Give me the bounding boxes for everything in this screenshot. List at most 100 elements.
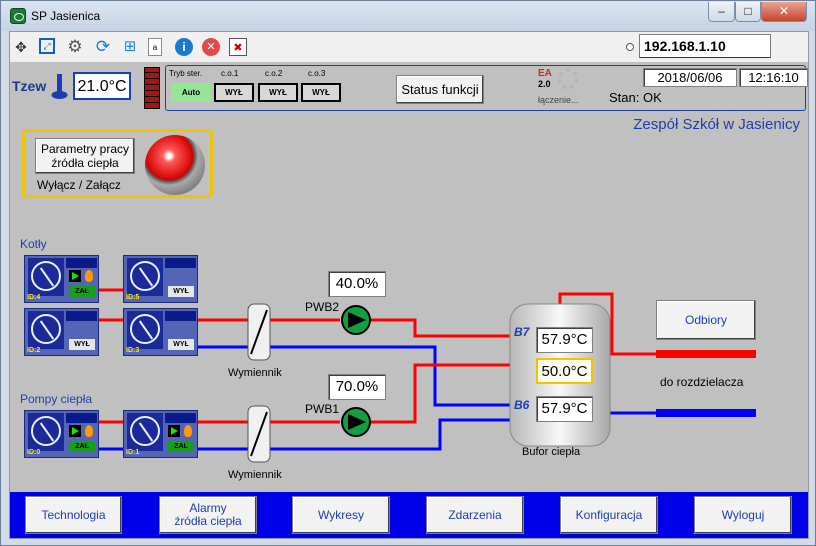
fan-icon — [31, 416, 61, 446]
unit-face — [127, 413, 163, 451]
heatpumps-label: Pompy ciepła — [20, 392, 93, 406]
thermometer-icon — [51, 74, 68, 99]
play-icon — [69, 270, 81, 282]
source-params-button[interactable]: Parametry pracy źródła ciepła — [35, 138, 135, 174]
window-title: SP Jasienica — [31, 9, 101, 23]
unit-id: ID:4 — [27, 294, 41, 301]
fan-icon — [130, 261, 160, 291]
sensor-b7-label: B7 — [514, 325, 530, 339]
nav-konfiguracja[interactable]: Konfiguracja — [560, 496, 658, 534]
brick-wall-icon — [144, 67, 160, 109]
unit-face — [127, 311, 163, 349]
status-funkcji-button[interactable]: Status funkcji — [396, 75, 484, 104]
heatpump-unit-0[interactable]: ID:0 ZAŁ — [24, 410, 99, 458]
buffer-temp-top: 57.9°C — [536, 327, 593, 353]
distributor-label: do rozdzielacza — [660, 375, 744, 389]
boiler-unit-5[interactable]: ID:5 WYŁ — [123, 255, 198, 303]
unit-id: ID:1 — [126, 449, 140, 456]
unit-bar — [165, 413, 196, 423]
buffer-temp-bottom: 57.9°C — [536, 396, 593, 422]
unit-bar — [66, 413, 97, 423]
pump-pwb1-value: 70.0% — [328, 374, 386, 400]
fan-icon — [31, 261, 61, 291]
ea-logo: EA 2.0 — [538, 68, 552, 90]
refresh-icon[interactable]: ⟳ — [95, 37, 111, 56]
tryb-label: Tryb ster. — [169, 69, 203, 78]
circuit-3-label: c.o.3 — [308, 69, 326, 78]
client-area: ✥ ⤢ ⚙ ⟳ ⊞ a i ✕ ✖ 192.168.1.10 Tzew 21.0… — [9, 31, 809, 539]
network-icon[interactable]: ✥ — [15, 39, 27, 55]
circuit-1-button[interactable]: WYŁ — [214, 83, 254, 102]
unit-bar — [165, 258, 196, 268]
status-bar: Tzew 21.0°C Tryb ster. c.o.1 c.o.2 c.o.3… — [10, 65, 808, 111]
circuit-3-button[interactable]: WYŁ — [301, 83, 341, 102]
circuit-1-label: c.o.1 — [221, 69, 239, 78]
spinner-icon — [557, 68, 579, 90]
source-toggle-lamp[interactable] — [145, 135, 205, 195]
exchanger-top-label: Wymiennik — [228, 367, 282, 379]
exit-calendar-icon[interactable]: ✖ — [229, 38, 247, 56]
circuit-2-button[interactable]: WYŁ — [258, 83, 298, 102]
toolbar: ✥ ⤢ ⚙ ⟳ ⊞ a i ✕ ✖ 192.168.1.10 — [10, 32, 808, 62]
nav-alarmy[interactable]: Alarmy źródła ciepła — [159, 496, 257, 534]
boilers-label: Kotły — [20, 237, 47, 251]
app-eye-icon — [10, 8, 26, 24]
fullscreen-icon[interactable]: ⤢ — [39, 38, 55, 54]
document-icon[interactable]: a — [148, 38, 162, 56]
ip-address-input[interactable]: 192.168.1.10 — [639, 34, 771, 58]
info-icon[interactable]: i — [175, 38, 193, 56]
play-icon — [168, 425, 180, 437]
fan-icon — [130, 416, 160, 446]
play-icon — [69, 425, 81, 437]
unit-bar — [165, 311, 196, 321]
nav-wyloguj[interactable]: Wyloguj — [694, 496, 792, 534]
stan-status: Stan: OK — [609, 90, 662, 105]
distributor-return — [656, 409, 756, 417]
unit-bar — [66, 311, 97, 321]
ea-logo-text: EA — [538, 68, 552, 79]
buffer-temp-mid: 50.0°C — [536, 358, 593, 384]
toggle-label: Wyłącz / Załącz — [37, 178, 121, 192]
unit-status: WYŁ — [168, 339, 194, 350]
minimize-button[interactable]: – — [708, 2, 735, 22]
nav-zdarzenia[interactable]: Zdarzenia — [426, 496, 524, 534]
odbiory-button[interactable]: Odbiory — [656, 300, 756, 340]
flame-icon — [85, 270, 93, 282]
close-button[interactable]: ✕ — [761, 2, 807, 22]
mode-auto-button[interactable]: Auto — [171, 83, 211, 102]
flame-icon — [184, 425, 192, 437]
close-circle-icon[interactable]: ✕ — [202, 38, 220, 56]
exchanger-bottom-label: Wymiennik — [228, 469, 282, 481]
unit-status: WYŁ — [69, 339, 95, 350]
heatpump-unit-1[interactable]: ID:1 ZAŁ — [123, 410, 198, 458]
pump-pwb2-label: PWB2 — [305, 300, 340, 314]
pump-pwb2-value: 40.0% — [328, 271, 386, 297]
sensor-b6-label: B6 — [514, 398, 530, 412]
pump-pwb1-label: PWB1 — [305, 402, 340, 416]
gear-icon[interactable]: ⚙ — [67, 37, 83, 56]
boiler-unit-2[interactable]: ID:2 WYŁ — [24, 308, 99, 356]
boiler-unit-3[interactable]: ID:3 WYŁ — [123, 308, 198, 356]
flame-icon — [85, 425, 93, 437]
tzew-value: 21.0°C — [73, 72, 131, 100]
supply-pipe-pump1 — [370, 363, 510, 424]
windows-icon[interactable]: ⊞ — [123, 38, 137, 55]
boiler-unit-4[interactable]: ID:4 ZAŁ — [24, 255, 99, 303]
maximize-button[interactable]: □ — [735, 2, 761, 22]
unit-id: ID:3 — [126, 347, 140, 354]
nav-wykresy[interactable]: Wykresy — [292, 496, 390, 534]
unit-face — [28, 413, 64, 451]
date-display: 2018/06/06 — [643, 68, 737, 87]
fan-icon — [31, 314, 61, 344]
unit-bar — [66, 258, 97, 268]
unit-status: ZAŁ — [69, 441, 95, 452]
ip-radio[interactable] — [626, 43, 634, 51]
bottom-nav: Technologia Alarmy źródła ciepła Wykresy… — [10, 492, 808, 538]
organization-name: Zespół Szkół w Jasienicy — [633, 116, 800, 133]
unit-face — [28, 258, 64, 296]
unit-status: ZAŁ — [168, 441, 194, 452]
nav-technologia[interactable]: Technologia — [25, 496, 122, 534]
status-panel: Tryb ster. c.o.1 c.o.2 c.o.3 Auto WYŁ WY… — [165, 65, 808, 111]
fan-icon — [130, 314, 160, 344]
